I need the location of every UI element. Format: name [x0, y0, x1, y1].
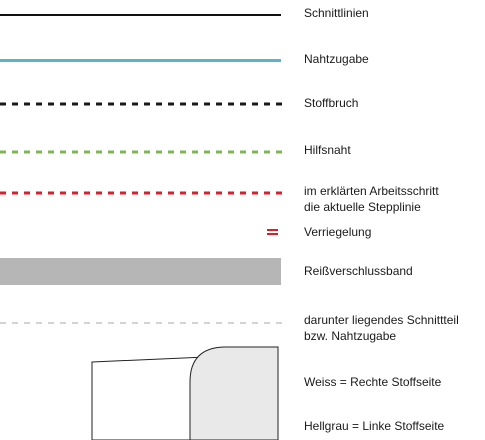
seam-allowance-sample [0, 59, 281, 62]
gray-side-label: Hellgrau = Linke Stoffseite [304, 419, 445, 433]
helper-seam-sample [0, 150, 282, 154]
locking-label: Verriegelung [304, 225, 372, 239]
underlying-line-sample [0, 322, 282, 324]
fold-label: Stoffbruch [304, 96, 359, 110]
seam-allowance-label: Nahtzugabe [304, 52, 369, 66]
locking-sample [267, 229, 278, 235]
helper-seam-label: Hilfsnaht [304, 143, 351, 157]
underlying-label-line2: bzw. Nahtzugabe [304, 329, 397, 343]
current-stitch-label-line2: die aktuelle Stepplinie [304, 200, 421, 214]
white-side-label: Weiss = Rechte Stoffseite [304, 375, 442, 389]
zipper-tape-label: Reißverschlussband [304, 264, 413, 278]
fold-line-sample [0, 102, 282, 106]
cut-line-label: Schnittlinien [304, 6, 369, 20]
fabric-sides-icon [91, 346, 279, 440]
underlying-label-line1: darunter liegendes Schnittteil [304, 313, 459, 327]
cut-line-sample [0, 14, 281, 16]
current-stitch-label-line1: im erklärten Arbeitsschritt [304, 184, 439, 198]
zipper-tape-sample [0, 258, 281, 285]
current-stitch-sample [0, 191, 282, 195]
